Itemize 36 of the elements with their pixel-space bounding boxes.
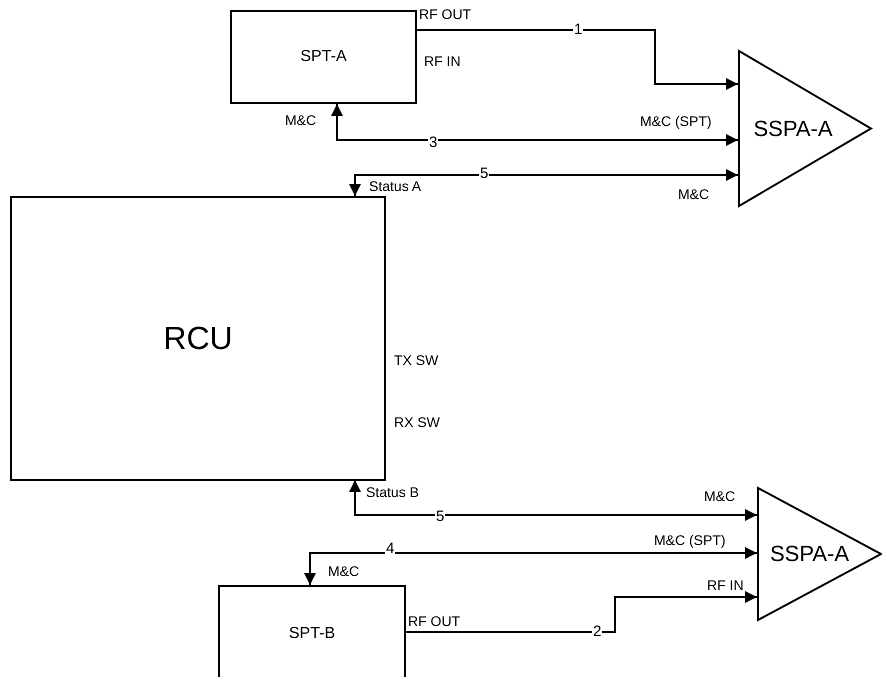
connector-arrow (349, 480, 757, 521)
port-label: TX SW (394, 352, 438, 368)
unit-name: SSPA-A (770, 541, 850, 567)
port-label: Status A (369, 178, 422, 194)
amplifier-triangle (757, 487, 882, 621)
unit-box (218, 585, 406, 677)
unit-box (10, 196, 386, 481)
port-label: RF OUT (419, 6, 472, 22)
connector-arrow (417, 29, 738, 90)
unit-name: SPT-A (300, 48, 347, 66)
port-label: M&C (678, 186, 710, 202)
port-label: M&C (SPT) (654, 532, 726, 548)
edge-label: 5 (435, 509, 446, 524)
unit-name: SSPA-A (753, 116, 833, 142)
edge-label: 5 (479, 166, 490, 181)
port-label: RX SW (394, 414, 440, 430)
unit-box (230, 10, 417, 104)
port-label: M&C (285, 112, 316, 128)
unit-name: SPT-B (288, 625, 336, 643)
connector-arrow (331, 104, 738, 146)
connector-arrow (304, 547, 757, 585)
connector-arrow (349, 169, 738, 196)
port-label: M&C (328, 563, 360, 579)
port-label: M&C (704, 488, 736, 504)
port-label: RF IN (424, 53, 461, 69)
port-label: RF OUT (408, 613, 460, 629)
amplifier-triangle (738, 50, 872, 207)
edge-label: 3 (428, 135, 438, 150)
port-label: RF IN (707, 577, 744, 593)
connector-arrow (406, 591, 757, 633)
edge-label: 1 (573, 22, 584, 37)
edge-label: 2 (592, 624, 602, 639)
unit-name: RCU (163, 320, 233, 357)
port-label: M&C (SPT) (640, 113, 712, 129)
port-label: Status B (366, 484, 419, 500)
edge-label: 4 (385, 541, 396, 556)
